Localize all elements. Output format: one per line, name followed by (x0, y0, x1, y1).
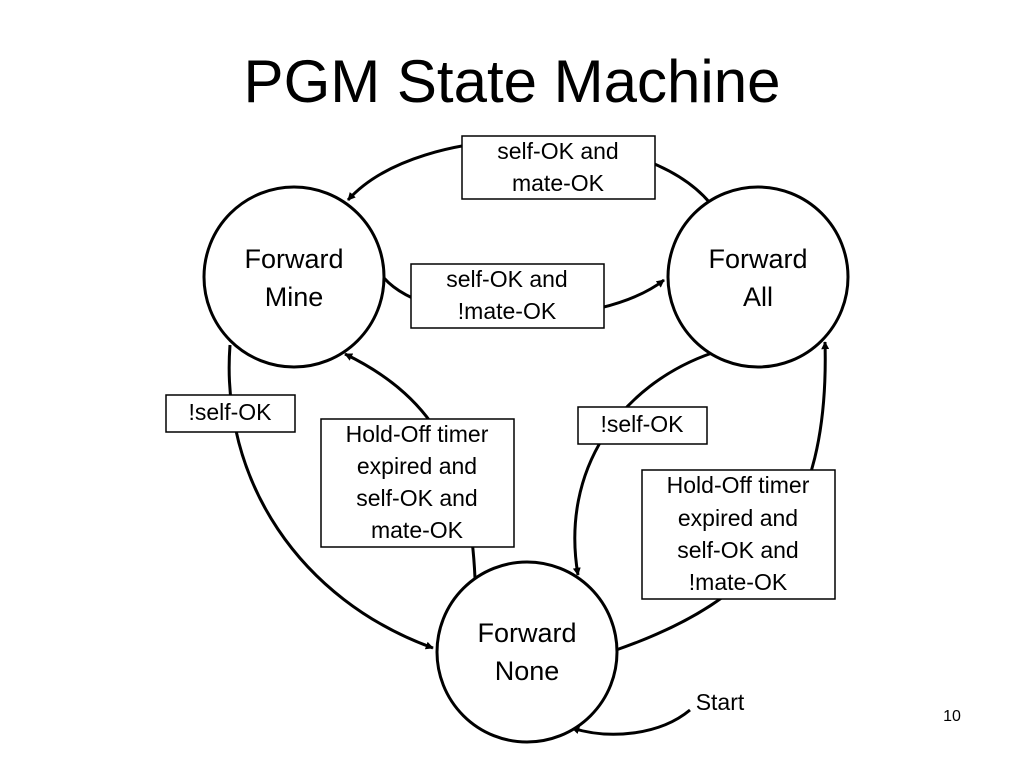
condition-text-line: self-OK and (677, 537, 798, 563)
condition-text-line: !self-OK (600, 411, 684, 437)
condition-text-line: self-OK and (356, 485, 477, 511)
arrow-start (571, 708, 691, 736)
state-label-line: All (743, 282, 773, 312)
state-label-line: Forward (244, 244, 343, 274)
condition-box-self-ok-and-not-mate-ok: self-OK and !mate-OK (410, 263, 605, 329)
state-circle (202, 185, 386, 369)
condition-box-hold-off-mate-ok: Hold-Off timer expired and self-OK and m… (320, 418, 515, 548)
condition-text-line: !mate-OK (689, 569, 788, 595)
state-circle (666, 185, 850, 369)
condition-text-line: expired and (678, 505, 798, 531)
condition-text-line: self-OK and (497, 138, 618, 164)
condition-box-not-self-ok-left: !self-OK (165, 394, 296, 433)
condition-text-line: Hold-Off timer (667, 472, 810, 498)
condition-box-self-ok-and-mate-ok: self-OK and mate-OK (461, 135, 656, 200)
condition-text-line: expired and (357, 453, 477, 479)
condition-box-hold-off-not-mate-ok: Hold-Off timer expired and self-OK and !… (641, 469, 836, 600)
state-circle (435, 560, 619, 744)
condition-text-line: Hold-Off timer (346, 421, 489, 447)
state-label-line: Forward (477, 618, 576, 648)
state-forward-all: Forward All (666, 185, 850, 369)
condition-text-line: self-OK and (446, 266, 567, 292)
condition-text-line: !self-OK (188, 399, 272, 425)
condition-text-line: mate-OK (512, 170, 605, 196)
condition-text-line: mate-OK (371, 517, 464, 543)
condition-text-line: !mate-OK (458, 298, 557, 324)
state-forward-none: Forward None (435, 560, 619, 744)
state-forward-mine: Forward Mine (202, 185, 386, 369)
state-label-line: Forward (708, 244, 807, 274)
state-label-line: Mine (265, 282, 324, 312)
page-number: 10 (943, 708, 961, 725)
condition-box-not-self-ok-right: !self-OK (577, 406, 708, 445)
state-label-line: None (495, 656, 560, 686)
start-label: Start (696, 689, 745, 715)
page-title: PGM State Machine (243, 48, 781, 115)
